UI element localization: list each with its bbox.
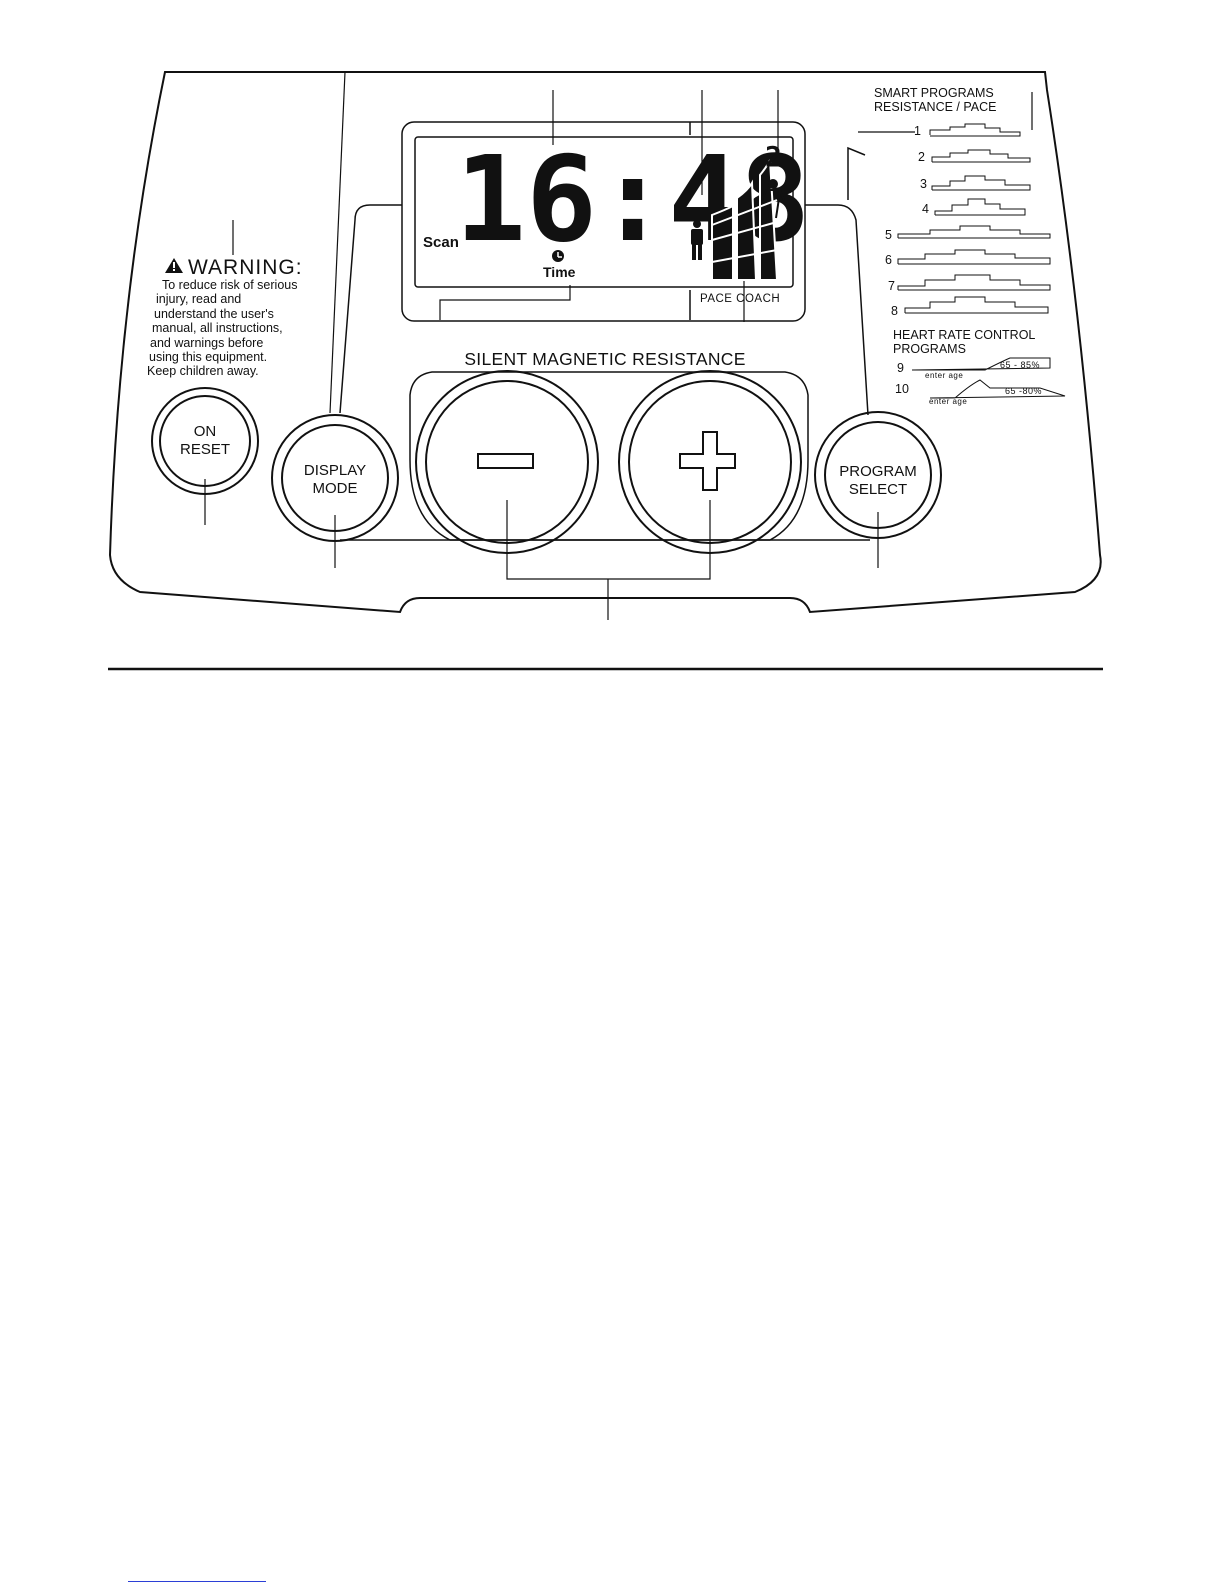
on-reset-label-line2: RESET <box>179 441 230 458</box>
on-reset-button[interactable]: ON RESET <box>165 423 245 459</box>
warning-line: using this equipment. <box>149 350 268 365</box>
smart-programs-title-line2: RESISTANCE / PACE <box>874 99 997 114</box>
program-select-outer-ring <box>814 411 942 539</box>
warning-triangle-icon <box>165 258 183 273</box>
warning-title: WARNING: <box>188 256 303 279</box>
program-number-digit: 2 <box>765 140 782 173</box>
increase-outer-ring <box>618 370 802 554</box>
on-reset-label-line1: ON <box>193 423 217 440</box>
smart-programs-title: SMART PROGRAMS RESISTANCE / PACE <box>874 86 997 114</box>
program-number-3: 3 <box>920 177 927 191</box>
hr-program-10-number: 10 <box>895 382 909 396</box>
hr-program-10-note: enter age <box>929 397 968 406</box>
footer-link-underline <box>128 1581 266 1582</box>
pace-coach-label: PACE COACH <box>700 293 781 305</box>
scan-label: Scan <box>423 234 459 251</box>
decrease-outer-ring <box>415 370 599 554</box>
increase-resistance-button[interactable] <box>629 381 791 543</box>
hr-program-9-range: 65 - 85% <box>1000 360 1041 370</box>
program-number-4: 4 <box>922 202 929 216</box>
warning-line: Keep children away. <box>147 364 259 379</box>
warning-line: and warnings before <box>150 335 264 350</box>
person-icon <box>691 220 703 260</box>
display-outer-frame <box>401 121 806 322</box>
program-number-2: 2 <box>918 150 925 164</box>
program-number-7: 7 <box>888 279 895 293</box>
warning-line: manual, all instructions, <box>152 321 283 336</box>
display-mode-button[interactable]: DISPLAY MODE <box>290 462 380 498</box>
lcd-window <box>414 136 794 288</box>
smart-programs-title-line1: SMART PROGRAMS <box>874 86 994 100</box>
warning-line: To reduce risk of serious <box>162 278 298 292</box>
decrease-resistance-button[interactable] <box>426 381 588 543</box>
program-number-1: 1 <box>914 124 921 138</box>
program-select-label-line2: SELECT <box>848 481 908 498</box>
warning-line: injury, read and <box>156 292 242 307</box>
clock-icon <box>552 250 564 262</box>
display-mode-outer-ring <box>271 414 399 542</box>
hr-programs-title-line1: HEART RATE CONTROL <box>893 328 1036 342</box>
console-outline <box>108 71 1102 614</box>
display-mode-label-line2: MODE <box>312 480 358 497</box>
pace-bar-graph <box>711 159 779 281</box>
resistance-title: SILENT MAGNETIC RESISTANCE <box>464 349 746 369</box>
pace-person-icon <box>761 179 785 219</box>
hr-programs-title-line2: PROGRAMS <box>893 341 966 356</box>
display-mode-label-line1: DISPLAY <box>303 462 367 479</box>
warning-text: To reduce risk of serious injury, read a… <box>140 278 315 379</box>
minus-icon <box>477 453 534 469</box>
hr-programs-title: HEART RATE CONTROL PROGRAMS <box>893 328 1036 356</box>
plus-icon <box>679 431 736 491</box>
on-reset-outer-ring <box>151 387 259 495</box>
time-label: Time <box>543 264 576 280</box>
hr-program-9-number: 9 <box>897 361 904 375</box>
hr-program-9-note: enter age <box>925 371 964 380</box>
time-digits: 16:48 <box>455 130 810 268</box>
program-number-6: 6 <box>885 253 892 267</box>
program-number-8: 8 <box>891 304 898 318</box>
program-select-button[interactable]: PROGRAM SELECT <box>823 463 933 499</box>
program-select-label-line1: PROGRAM <box>839 463 917 480</box>
program-number-5: 5 <box>885 228 892 242</box>
hr-program-10-range: 65 -80% <box>1005 386 1043 396</box>
warning-line: understand the user's <box>154 306 274 321</box>
console-diagram: 16:48 <box>108 71 1103 671</box>
